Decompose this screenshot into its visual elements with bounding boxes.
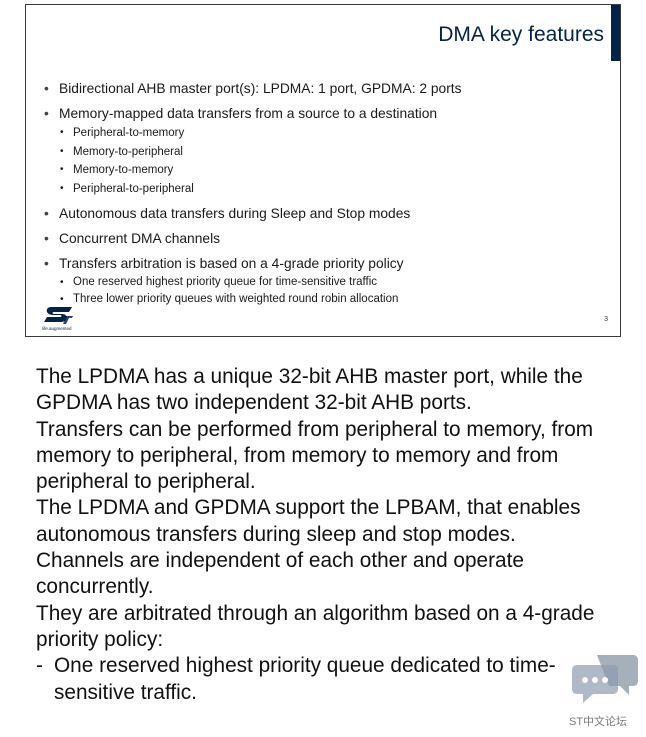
speaker-notes: The LPDMA has a unique 32-bit AHB master… (36, 364, 611, 706)
sub-bullet: Peripheral-to-memory (59, 124, 462, 143)
slide-title: DMA key features (438, 23, 604, 46)
sub-bullet: Peripheral-to-peripheral (59, 180, 462, 199)
slide-bullet-list: Bidirectional AHB master port(s): LPDMA:… (44, 80, 462, 308)
page-number: 3 (604, 316, 608, 323)
forum-watermark: ST中文论坛 (563, 651, 643, 731)
notes-paragraph: Channels are independent of each other a… (36, 549, 524, 599)
sub-bullet: One reserved highest priority queue for … (59, 274, 462, 291)
st-logo-icon (42, 305, 82, 333)
notes-paragraph: The LPDMA has a unique 32-bit AHB master… (36, 365, 583, 415)
notes-paragraph: They are arbitrated through an algorithm… (36, 601, 595, 651)
slide: DMA key features Bidirectional AHB maste… (25, 4, 621, 337)
sub-bullet: Memory-to-peripheral (59, 143, 462, 162)
sub-bullet-list: Peripheral-to-memory Memory-to-periphera… (59, 124, 462, 198)
bullet-concurrent: Concurrent DMA channels (44, 230, 462, 248)
notes-paragraph: The LPDMA and GPDMA support the LPBAM, t… (36, 496, 581, 546)
logo-tagline: life.augmented (42, 326, 72, 331)
notes-dash-item: - One reserved highest priority queue de… (36, 653, 611, 706)
bullet-ahb-ports: Bidirectional AHB master port(s): LPDMA:… (44, 80, 462, 98)
dash-mark: - (36, 654, 43, 678)
sub-bullet-list: One reserved highest priority queue for … (59, 274, 462, 308)
notes-paragraph: Transfers can be performed from peripher… (36, 417, 594, 494)
sub-bullet: Memory-to-memory (59, 161, 462, 180)
title-accent-bar (611, 5, 620, 61)
sub-bullet: Three lower priority queues with weighte… (59, 291, 462, 308)
bullet-autonomous: Autonomous data transfers during Sleep a… (44, 205, 462, 223)
bullet-memory-mapped: Memory-mapped data transfers from a sour… (44, 105, 462, 198)
bullet-arbitration: Transfers arbitration is based on a 4-gr… (44, 255, 462, 308)
dash-item-text: One reserved highest priority queue dedi… (54, 654, 556, 704)
chat-bubbles-icon (571, 651, 639, 714)
watermark-text: ST中文论坛 (569, 716, 628, 728)
